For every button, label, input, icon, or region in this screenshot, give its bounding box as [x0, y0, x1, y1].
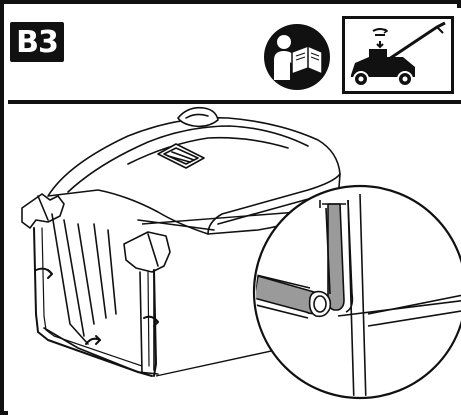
grass-catcher-illustration — [8, 104, 461, 415]
step-label: B3 — [10, 22, 64, 62]
read-manual-icon — [262, 22, 332, 92]
mower-engine-stopped-icon — [342, 16, 454, 94]
frame-corner-detail — [252, 184, 461, 400]
step-header: B3 — [8, 8, 461, 104]
